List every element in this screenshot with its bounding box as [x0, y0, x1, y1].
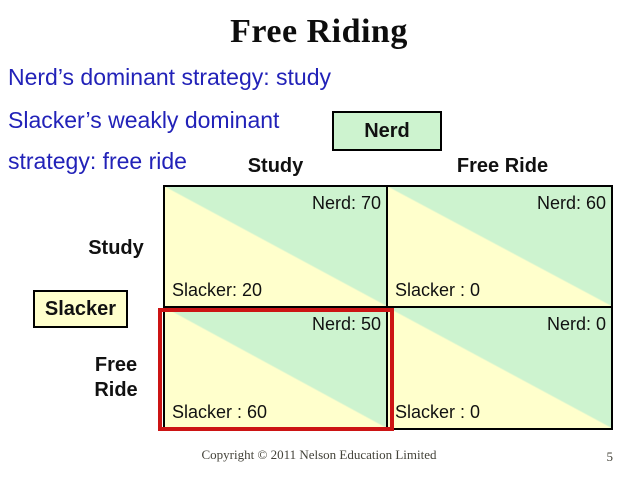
- copyright-text: Copyright © 2011 Nelson Education Limite…: [201, 447, 437, 462]
- slacker-payoff: Slacker: 20: [172, 279, 263, 300]
- nerd-payoff: Nerd: 60: [536, 193, 606, 213]
- nerd-payoff: Nerd: 0: [546, 313, 606, 334]
- payoff-matrix: Nerd: 70 Slacker: 20 Nerd: 60 Slacker : …: [163, 185, 613, 430]
- note-nerd-strategy: Nerd’s dominant strategy: study: [8, 64, 332, 90]
- page-number: 5: [606, 449, 614, 464]
- row-header-study: Study: [88, 237, 144, 259]
- nerd-payoff: Nerd: 50: [311, 313, 381, 334]
- slacker-payoff: Slacker : 0: [395, 402, 481, 422]
- note-slacker-strategy-line2: strategy: free ride: [8, 148, 187, 174]
- column-player-box: Nerd: [332, 111, 442, 151]
- column-header-free-ride: Free Ride: [456, 155, 549, 177]
- payoff-cell-study-freeride: Nerd: 60 Slacker : 0: [388, 187, 611, 308]
- row-player-label: Slacker: [44, 297, 117, 320]
- slacker-payoff: Slacker : 60: [172, 402, 268, 422]
- slacker-payoff: Slacker : 0: [395, 279, 481, 300]
- payoff-cell-freeride-freeride: Nerd: 0 Slacker : 0: [388, 307, 611, 428]
- row-player-box: Slacker: [33, 290, 128, 328]
- column-player-label: Nerd: [364, 119, 410, 142]
- slide-title: Free Riding: [230, 13, 408, 50]
- row-header-free-ride: Free Ride: [94, 354, 138, 401]
- nerd-payoff: Nerd: 70: [311, 193, 381, 213]
- column-header-study: Study: [247, 155, 304, 177]
- note-slacker-strategy-line1: Slacker’s weakly dominant: [8, 107, 280, 133]
- payoff-cell-freeride-study: Nerd: 50 Slacker : 60: [165, 307, 388, 428]
- payoff-cell-study-study: Nerd: 70 Slacker: 20: [165, 187, 388, 308]
